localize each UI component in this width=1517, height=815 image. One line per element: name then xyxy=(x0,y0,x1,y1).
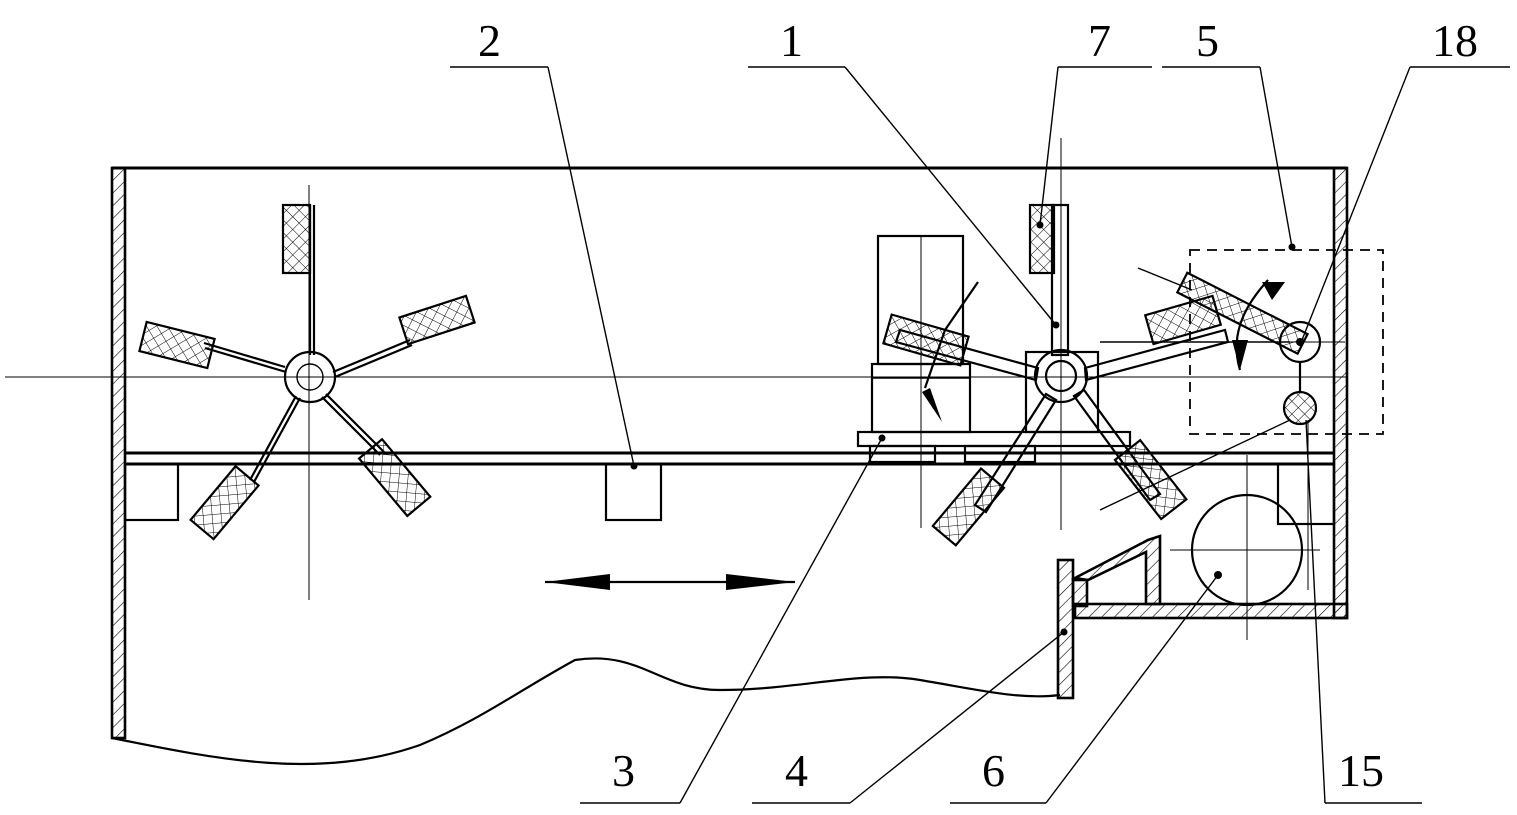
drum-6 xyxy=(1170,455,1320,640)
rail-support-2 xyxy=(604,462,663,522)
bottom-tray xyxy=(1073,602,1349,620)
label-7: 7 xyxy=(1088,15,1111,66)
rail-support-3 xyxy=(1276,462,1336,526)
label-6: 6 xyxy=(982,745,1005,796)
partition-step xyxy=(1071,578,1089,608)
right-paddle-wheel xyxy=(882,138,1291,547)
carriage-plate xyxy=(856,430,1132,448)
label-5: 5 xyxy=(1196,15,1219,66)
carriage-3 xyxy=(856,234,1132,528)
roller-15 xyxy=(1282,390,1318,426)
flap-mechanism-5 xyxy=(1175,249,1384,590)
left-paddle-wheel xyxy=(138,185,476,600)
callouts: 2 1 7 5 18 3 4 6 xyxy=(450,15,1510,804)
rail-support-1 xyxy=(123,462,180,522)
guide-plate xyxy=(1070,534,1162,606)
label-2: 2 xyxy=(478,15,501,66)
label-1: 1 xyxy=(780,15,803,66)
right-wall xyxy=(1332,166,1349,620)
label-18: 18 xyxy=(1432,15,1478,66)
label-4: 4 xyxy=(785,745,808,796)
direction-arrow xyxy=(545,574,795,590)
break-line xyxy=(111,657,1061,766)
label-3: 3 xyxy=(612,745,635,796)
left-wall xyxy=(110,166,127,740)
label-15: 15 xyxy=(1338,745,1384,796)
